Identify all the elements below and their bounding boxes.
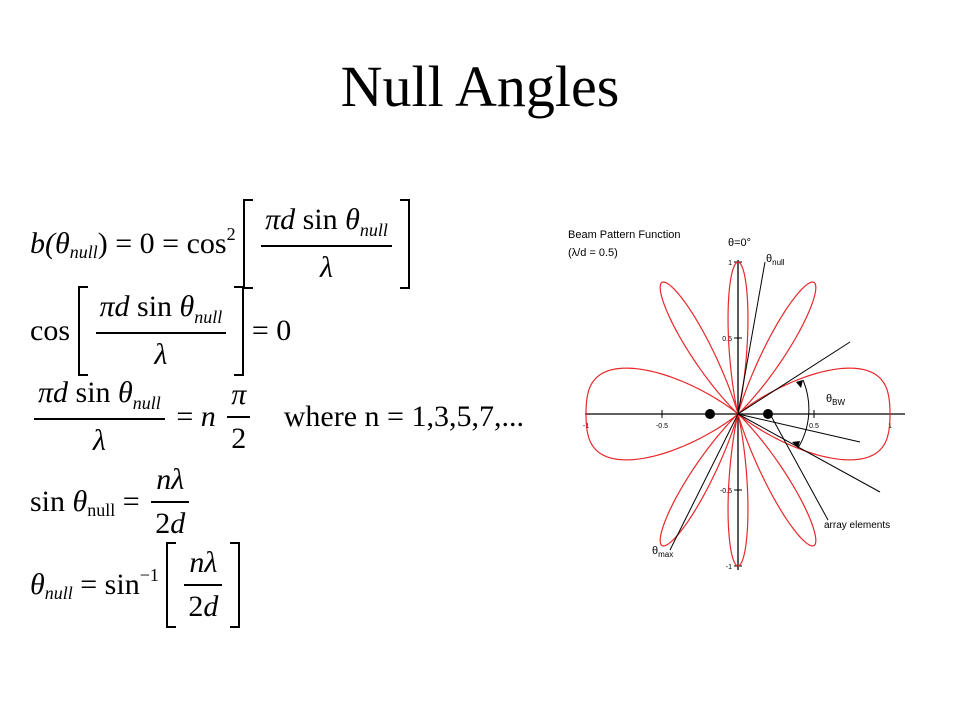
x-tick-label: 1	[888, 423, 892, 430]
figure-subtitle: (λ/d = 0.5)	[568, 247, 618, 259]
beam-pattern-curve	[585, 261, 891, 567]
y-tick-label: 0.5	[722, 336, 732, 343]
equation-theta-null: θnull = sin−1 nλ 2d	[30, 542, 241, 628]
array-pointer-line-b	[769, 413, 829, 521]
equation-sin-null: sin θnull = nλ 2d	[30, 465, 193, 539]
bandwidth-arc	[797, 379, 810, 449]
beam-pattern-figure: Beam Pattern Function (λ/d = 0.5) θ=0° -…	[568, 229, 905, 571]
array-element-left	[705, 409, 715, 419]
array-pointer-line-a	[737, 413, 881, 493]
theta-bw-label: θBW	[826, 393, 845, 407]
y-tick-label: 1	[728, 260, 732, 267]
figure-title: Beam Pattern Function	[568, 229, 681, 241]
theta-max-line	[669, 413, 739, 551]
theta-null-label: θnull	[766, 253, 785, 267]
y-tick-label: -1	[726, 564, 732, 571]
x-tick-label: -0.5	[656, 423, 668, 430]
where-clause: where n = 1,3,5,7,...	[283, 400, 524, 433]
y-tick-label: -0.5	[720, 488, 732, 495]
x-tick-label: 0.5	[809, 423, 819, 430]
theta-max-label: θmax	[652, 545, 673, 559]
equation-beam-pattern-null: b(θnull) = 0 = cos2 πd sin θnull λ	[30, 199, 410, 289]
bw-arrow-top	[796, 380, 803, 388]
slide-title: Null Angles	[340, 54, 620, 119]
bw-arrow-bottom	[792, 441, 800, 448]
array-element-right	[763, 409, 773, 419]
theta-zero-label: θ=0°	[728, 237, 751, 249]
equation-n-pi-over-2: πd sin θnull λ = n π 2 where n = 1,3,5,7…	[30, 378, 524, 456]
equation-cos-zero: cos πd sin θnull λ = 0	[30, 286, 292, 376]
beam-edge-line-lower	[737, 413, 861, 443]
array-elements-label: array elements	[824, 520, 890, 531]
beam-edge-line-upper	[737, 341, 851, 415]
theta-null-line	[737, 261, 766, 415]
